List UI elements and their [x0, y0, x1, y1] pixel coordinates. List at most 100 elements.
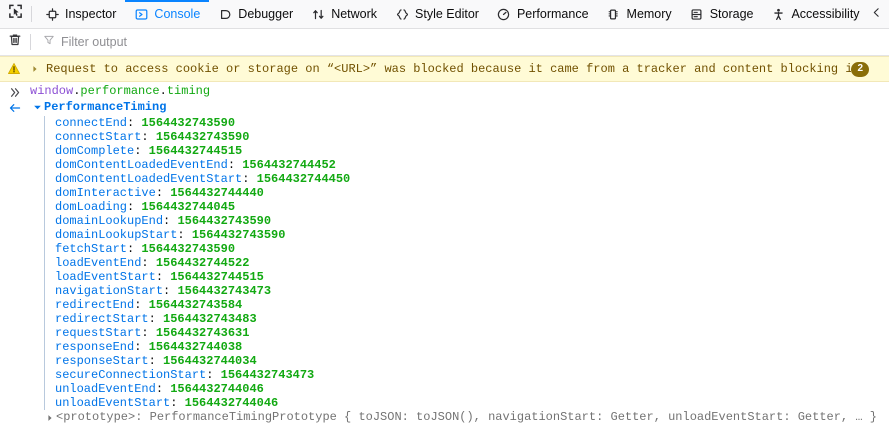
accessibility-icon [771, 7, 785, 21]
console-input-expression: window.performance.timing [30, 83, 210, 99]
warning-repeat-badge[interactable]: 2 [851, 61, 869, 77]
toolbar-divider [31, 6, 32, 22]
style-editor-icon [395, 7, 409, 21]
property-name: navigationStart [55, 284, 164, 298]
property-value: 1564432743590 [177, 214, 272, 228]
property-colon: : [206, 368, 221, 382]
tab-debugger[interactable]: Debugger [209, 0, 302, 28]
object-property-row: fetchStart: 1564432743590 [55, 242, 889, 256]
console-output[interactable]: Request to access cookie or storage on “… [0, 56, 889, 427]
property-colon: : [155, 186, 171, 200]
result-expand-triangle-icon[interactable] [30, 99, 44, 115]
object-property-row: connectStart: 1564432743590 [55, 130, 889, 144]
prototype-expand-triangle-icon[interactable] [44, 414, 56, 422]
property-name: responseStart [55, 354, 149, 368]
object-property-row: loadEventStart: 1564432744515 [55, 270, 889, 284]
console-filter-toolbar [0, 29, 889, 56]
property-value: 1564432744452 [242, 158, 336, 172]
prototype-row[interactable]: <prototype>: PerformanceTimingPrototype … [44, 410, 889, 425]
object-property-row: secureConnectionStart: 1564432743473 [55, 368, 889, 382]
tab-label: Network [331, 7, 378, 21]
property-colon: : [155, 382, 171, 396]
property-name: connectEnd [55, 116, 128, 130]
property-colon: : [127, 200, 142, 214]
funnel-icon [43, 33, 55, 51]
object-property-row: navigationStart: 1564432743473 [55, 284, 889, 298]
tab-label: Inspector [65, 7, 117, 21]
property-value: 1564432743473 [177, 284, 272, 298]
toolbar-overflow-button[interactable] [867, 0, 889, 28]
tab-inspector[interactable]: Inspector [36, 0, 125, 28]
property-value: 1564432743590 [155, 130, 250, 144]
tab-memory[interactable]: Memory [598, 0, 681, 28]
property-name: domInteractive [55, 186, 156, 200]
property-name: loadEventEnd [55, 256, 142, 270]
property-colon: : [134, 340, 149, 354]
property-value: 1564432744515 [170, 270, 264, 284]
tab-label: Accessibility [791, 7, 860, 21]
property-colon: : [134, 144, 149, 158]
filter-input-container[interactable] [33, 29, 889, 55]
debugger-icon [218, 7, 232, 21]
tab-label: Memory [626, 7, 672, 21]
property-name: domComplete [55, 144, 135, 158]
property-name: requestStart [55, 326, 142, 340]
inspector-icon [45, 7, 59, 21]
result-marker [0, 99, 30, 116]
property-value: 1564432743473 [220, 368, 315, 382]
storage-icon [690, 7, 704, 21]
object-property-row: domComplete: 1564432744515 [55, 144, 889, 158]
property-value: 1564432744045 [141, 200, 236, 214]
property-value: 1564432744440 [170, 186, 264, 200]
object-property-row: redirectEnd: 1564432743584 [55, 298, 889, 312]
object-property-row: unloadEventEnd: 1564432744046 [55, 382, 889, 396]
property-name: domContentLoadedEventEnd [55, 158, 228, 172]
result-object-label[interactable]: PerformanceTiming [44, 100, 167, 114]
tab-style-editor[interactable]: Style Editor [386, 0, 488, 28]
property-colon: : [148, 354, 164, 368]
property-value: 1564432743590 [191, 228, 286, 242]
property-value: 1564432744038 [148, 340, 243, 354]
property-colon: : [148, 312, 164, 326]
tab-performance[interactable]: Performance [488, 0, 598, 28]
property-value: 1564432744515 [148, 144, 243, 158]
console-input-echo-row: window.performance.timing [0, 82, 889, 99]
console-result-row: PerformanceTiming [0, 99, 889, 116]
property-value: 1564432744046 [170, 382, 264, 396]
devtools-toolbar: Inspector Console Debugger [0, 0, 889, 29]
warning-expand-triangle-icon[interactable] [30, 65, 40, 73]
property-colon: : [141, 256, 156, 270]
tab-label: Performance [516, 7, 589, 21]
object-property-row: connectEnd: 1564432743590 [55, 116, 889, 130]
chevron-left-icon [871, 5, 882, 23]
property-name: fetchStart [55, 242, 128, 256]
console-warning-message[interactable]: Request to access cookie or storage on “… [0, 56, 889, 82]
tab-storage[interactable]: Storage [681, 0, 763, 28]
clear-console-button[interactable] [0, 33, 30, 52]
element-picker-button[interactable] [0, 0, 30, 28]
object-property-row: responseEnd: 1564432744038 [55, 340, 889, 354]
object-property-row: unloadEventStart: 1564432744046 [55, 396, 889, 410]
tab-network[interactable]: Network [302, 0, 386, 28]
property-value: 1564432743590 [141, 116, 236, 130]
property-colon: : [127, 242, 142, 256]
tab-label: Debugger [238, 7, 294, 21]
tab-accessibility[interactable]: Accessibility [762, 0, 867, 28]
object-property-row: loadEventEnd: 1564432744522 [55, 256, 889, 270]
filter-input[interactable] [61, 35, 301, 49]
expr-prop-2: timing [166, 84, 211, 98]
object-property-row: domContentLoadedEventEnd: 1564432744452 [55, 158, 889, 172]
property-name: connectStart [55, 130, 142, 144]
expr-dot-2: . [159, 84, 167, 98]
property-name: unloadEventEnd [55, 382, 156, 396]
input-marker [0, 83, 30, 100]
property-value: 1564432743631 [155, 326, 250, 340]
property-value: 1564432743584 [148, 298, 243, 312]
object-property-row: domContentLoadedEventStart: 156443274445… [55, 172, 889, 186]
property-name: loadEventStart [55, 270, 156, 284]
property-colon: : [242, 172, 257, 186]
tab-console[interactable]: Console [125, 0, 210, 28]
object-property-row: domainLookupStart: 1564432743590 [55, 228, 889, 242]
